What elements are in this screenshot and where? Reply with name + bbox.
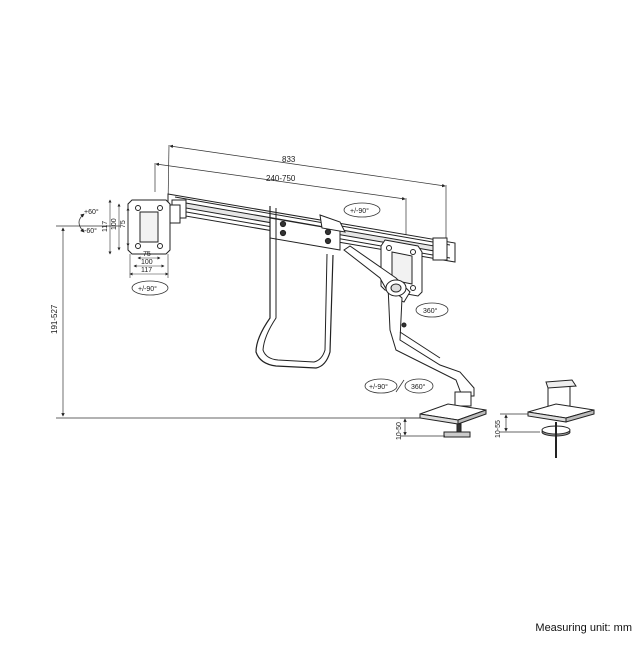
dimension-grommet — [500, 413, 540, 433]
dimension-label-height: 191-527 — [50, 304, 59, 334]
vesa-vertical-dims — [108, 199, 130, 255]
elbow-joint — [385, 279, 407, 297]
beam-center-block — [269, 214, 346, 251]
tilt-down-label: -60° — [84, 227, 97, 235]
beam-rotate-indicator — [343, 202, 381, 218]
grommet-mount — [527, 379, 595, 458]
vesa-rotate-label: +/-90° — [138, 285, 157, 293]
vesa-label-75: 75 — [120, 220, 127, 228]
tilt-up-label: +60° — [84, 208, 99, 216]
base-rotate-label: +/-90° — [369, 383, 388, 391]
elbow-swivel-indicator — [415, 302, 449, 318]
vesa-label-100-h: 100 — [141, 259, 153, 266]
elbow-swivel-label: 360° — [423, 307, 438, 315]
base-rotate-indicator — [364, 378, 434, 394]
measuring-unit-note: Measuring unit: mm — [535, 622, 632, 634]
dimension-height — [56, 225, 420, 419]
beam-rotate-label: +/-90° — [350, 207, 369, 215]
dimension-label-grommet: 10-55 — [495, 420, 502, 438]
tilt-indicator — [78, 213, 85, 233]
dimension-desk-clamp — [400, 417, 445, 437]
dimension-label-833: 833 — [282, 155, 296, 164]
vesa-label-117-h: 117 — [141, 267, 152, 274]
vesa-label-100: 100 — [111, 218, 118, 230]
vesa-horizontal-dims — [129, 254, 169, 278]
dimension-240-750 — [154, 162, 407, 235]
desk-clamp — [419, 391, 487, 438]
vesa-label-75-h: 75 — [143, 251, 151, 258]
dimension-label-desk: 10-50 — [396, 422, 403, 440]
vesa-rotate-indicator — [131, 280, 169, 296]
vesa-label-117: 117 — [102, 221, 109, 232]
left-vesa-plate — [127, 199, 181, 255]
base-swivel-label: 360° — [411, 383, 426, 391]
dimension-label-240-750: 240-750 — [266, 174, 296, 183]
handle-loop — [255, 206, 334, 369]
